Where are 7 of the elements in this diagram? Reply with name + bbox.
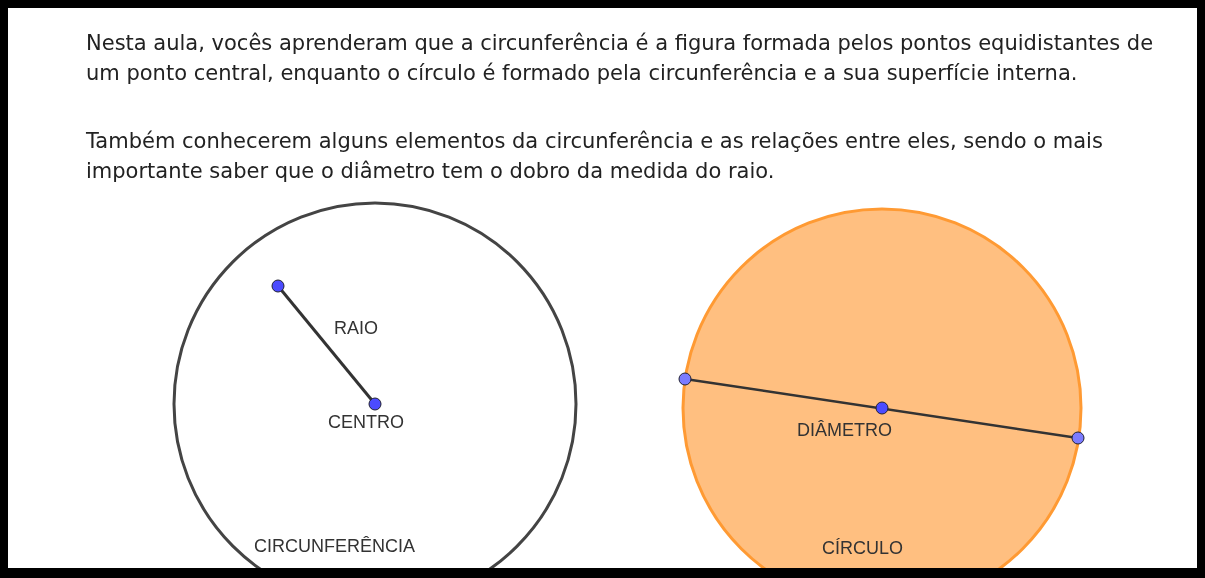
figure-caption: CÍRCULO — [822, 538, 903, 559]
figure-caption: CIRCUNFERÊNCIA — [254, 536, 415, 557]
diameter-label: DIÂMETRO — [797, 420, 892, 441]
intro-paragraph: Nesta aula, vocês aprenderam que a circunferência é a figura formada pelos pontos equidistantes de um ponto central, enquanto o círculo é formado pela circunferência e a sua superfície interna. — [86, 30, 1155, 87]
intro-paragraph: Também conhecerem alguns elementos da circunferência e as relações entre eles, sendo o mais importante saber que o diâmetro tem o dobro da medida do raio. — [86, 128, 1104, 185]
radius-label: RAIO — [334, 318, 378, 339]
center-label: CENTRO — [328, 412, 404, 433]
